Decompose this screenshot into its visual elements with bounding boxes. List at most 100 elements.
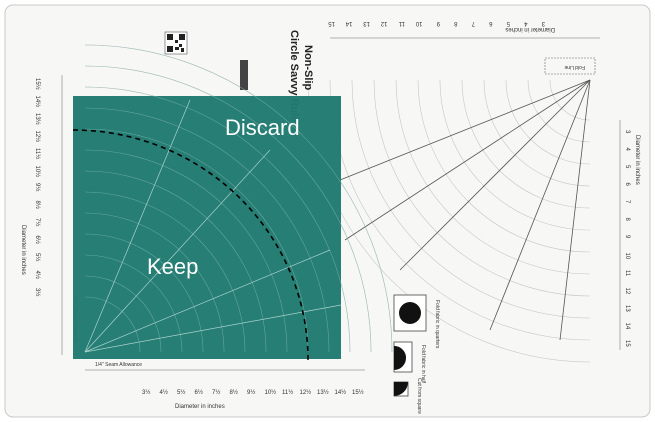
overlay-square — [73, 96, 341, 359]
top-tick-label: 8 — [454, 20, 458, 26]
overlay-radial — [84, 99, 191, 353]
cut-square-label: Cut from square — [416, 378, 422, 414]
left-tick-label: 4½ — [34, 271, 41, 279]
bottom-tick-label: 3½ — [142, 389, 150, 396]
brand-logo — [240, 60, 248, 90]
seam-allowance-label: 1/4" Seam Allowance — [95, 362, 142, 368]
right-tick-label: 5 — [624, 165, 630, 169]
overlay-arc — [84, 107, 330, 353]
top-tick-label: 9 — [436, 20, 440, 26]
overlay-arc — [84, 149, 288, 353]
overlay-radial-lines — [84, 99, 342, 353]
fold-line-label: Fold Line — [564, 64, 585, 70]
bottom-tick-label: 11½ — [282, 389, 293, 396]
right-tick-label: 4 — [624, 148, 630, 152]
cut-line — [72, 129, 309, 361]
left-tick-label: 5½ — [34, 253, 41, 261]
left-tick-label: 12½ — [34, 131, 41, 143]
bottom-tick-label: 4½ — [160, 389, 168, 396]
fold-half-label: Fold fabric in half — [420, 345, 426, 384]
fold-line-box — [544, 57, 596, 75]
right-tick-label: 10 — [624, 253, 630, 260]
overlay-arc — [84, 191, 246, 353]
left-axis-title: Diameter in inches — [20, 225, 26, 275]
cut-square-symbol — [393, 381, 409, 397]
overlay-arc — [84, 275, 162, 353]
overlay-arc — [84, 44, 393, 353]
right-radial — [344, 79, 591, 241]
overlay-arc — [84, 212, 225, 353]
top-axis-title: Diameter in inches — [505, 26, 555, 32]
top-tick-label: 15 — [328, 20, 335, 26]
top-tick-label: 10 — [415, 20, 422, 26]
overlay-arc — [84, 254, 183, 353]
top-tick-label: 7 — [471, 20, 475, 26]
top-tick-label: 13 — [363, 20, 370, 26]
top-tick-label: 6 — [489, 20, 493, 26]
qr-code — [164, 31, 188, 55]
right-tick-label: 11 — [624, 270, 630, 277]
right-tick-label: 7 — [624, 200, 630, 204]
bottom-axis-title: Diameter in inches — [175, 404, 225, 410]
right-tick-label: 15 — [624, 340, 630, 347]
right-tick-label: 9 — [624, 235, 630, 239]
fold-half-symbol — [393, 341, 413, 373]
right-radial — [489, 79, 591, 331]
right-tick-label: 14 — [624, 323, 630, 330]
right-radial — [559, 79, 591, 341]
overlay-arc — [84, 128, 309, 353]
right-tick-label: 6 — [624, 183, 630, 187]
top-tick-label: 11 — [398, 20, 405, 26]
bottom-tick-label: 13½ — [317, 389, 329, 396]
discard-label: Discard — [225, 115, 300, 140]
bottom-tick-label: 5½ — [177, 389, 185, 396]
right-axis-title: Diameter in inches — [634, 135, 640, 185]
keep-label: Keep — [147, 254, 198, 279]
bottom-tick-label: 8½ — [230, 389, 238, 396]
overlay-arc — [84, 233, 204, 353]
brand-title: Non-Slip — [302, 45, 314, 90]
left-tick-labels: 15½ 14½ 13½ 12½ 11½ 10½ 9½ 8½ 7½ 6½ 5½ 4½ 3½ — [34, 78, 41, 296]
overlay-arc — [84, 65, 372, 353]
top-tick-label: 14 — [345, 20, 352, 26]
right-tick-label: 8 — [624, 218, 630, 222]
right-tick-labels: 3 4 5 6 7 8 9 10 11 12 13 14 15 — [624, 130, 630, 347]
left-tick-label: 8½ — [34, 201, 41, 209]
left-tick-label: 15½ — [34, 78, 41, 90]
bottom-tick-label: 14½ — [335, 389, 347, 396]
bottom-tick-label: 12½ — [300, 389, 312, 396]
right-tick-label: 13 — [624, 305, 630, 312]
right-radial-lines — [339, 79, 591, 341]
left-tick-label: 10½ — [34, 166, 41, 178]
fold-quarters-symbol — [393, 294, 427, 332]
right-tick-label: 12 — [624, 288, 630, 295]
bottom-tick-label: 9½ — [247, 389, 255, 396]
left-tick-label: 9½ — [34, 183, 41, 191]
left-tick-label: 6½ — [34, 236, 41, 244]
left-tick-label: 7½ — [34, 218, 41, 226]
top-tick-label: 4 — [524, 20, 528, 26]
left-tick-label: 14½ — [34, 96, 41, 108]
bottom-tick-label: 10½ — [265, 389, 277, 396]
bottom-tick-label: 6½ — [195, 389, 203, 396]
left-tick-label: 13½ — [34, 113, 41, 125]
bottom-tick-labels: 3½ 4½ 5½ 6½ 7½ 8½ 9½ 10½ 11½ 12½ 13½ 14½ 15½ — [142, 389, 364, 396]
overlay-radial — [84, 149, 271, 353]
left-tick-label: 11½ — [34, 148, 41, 159]
top-tick-labels: 15 14 13 12 11 10 9 8 7 6 5 4 3 — [328, 20, 545, 26]
right-radial — [399, 79, 591, 271]
bottom-tick-label: 7½ — [212, 389, 220, 396]
top-tick-label: 12 — [380, 20, 387, 26]
top-tick-label: 3 — [541, 20, 545, 26]
fold-quarters-label: Fold fabric in quarters — [434, 300, 440, 349]
overlay-arc-guides — [84, 44, 393, 353]
overlay-radial — [84, 304, 342, 353]
overlay-arc — [84, 86, 351, 353]
left-tick-label: 3½ — [34, 288, 41, 296]
right-tick-label: 3 — [624, 130, 630, 134]
overlay-radial — [84, 249, 331, 353]
bottom-tick-label: 15½ — [352, 389, 364, 396]
top-tick-label: 5 — [506, 20, 510, 26]
